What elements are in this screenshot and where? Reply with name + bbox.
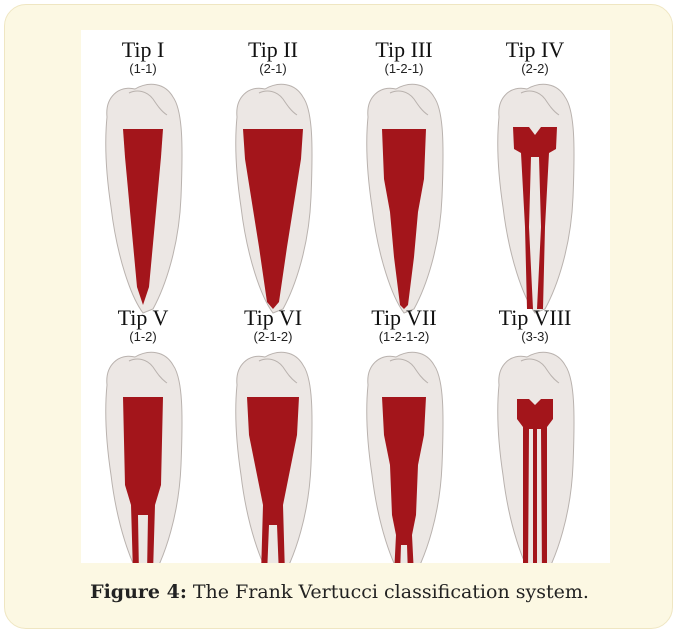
vertucci-figure: Tip I(1-1)Tip II(2-1)Tip III(1-2-1)Tip I… <box>81 30 610 563</box>
tooth-icon <box>236 352 312 563</box>
tip-title: Tip V <box>118 305 169 330</box>
tip-title: Tip IV <box>506 37 565 62</box>
tooth-icon <box>367 352 443 563</box>
tooth-panel: Tip VII(1-2-1-2) <box>367 305 443 563</box>
tip-title: Tip VIII <box>499 305 572 330</box>
tip-code: (3-3) <box>521 329 548 344</box>
caption-label: Figure 4: <box>90 581 187 603</box>
tooth-icon <box>236 84 312 313</box>
figure-caption: Figure 4: The Frank Vertucci classificat… <box>5 581 674 603</box>
tooth-panel: Tip III(1-2-1) <box>367 37 443 313</box>
tip-code: (1-2-1) <box>384 61 423 76</box>
tooth-icon <box>106 84 182 313</box>
teeth-diagram: Tip I(1-1)Tip II(2-1)Tip III(1-2-1)Tip I… <box>81 30 610 563</box>
tooth-panel: Tip IV(2-2) <box>498 37 574 313</box>
tip-code: (2-1-2) <box>253 329 292 344</box>
tooth-panel: Tip VI(2-1-2) <box>236 305 312 563</box>
figure-card: Tip I(1-1)Tip II(2-1)Tip III(1-2-1)Tip I… <box>4 4 673 629</box>
tooth-panel: Tip I(1-1) <box>106 37 182 313</box>
tooth-icon <box>106 352 182 563</box>
caption-text: The Frank Vertucci classification system… <box>187 581 589 603</box>
tip-code: (1-2) <box>129 329 156 344</box>
tip-code: (1-2-1-2) <box>379 329 430 344</box>
tooth-body <box>498 84 574 313</box>
tooth-panel: Tip V(1-2) <box>106 305 182 563</box>
tip-code: (2-1) <box>259 61 286 76</box>
tip-title: Tip III <box>375 37 432 62</box>
tip-title: Tip II <box>248 37 298 62</box>
tip-code: (2-2) <box>521 61 548 76</box>
tip-title: Tip I <box>122 37 165 62</box>
tip-title: Tip VII <box>371 305 436 330</box>
tip-code: (1-1) <box>129 61 156 76</box>
tooth-panel: Tip II(2-1) <box>236 37 312 313</box>
tooth-icon <box>498 352 574 563</box>
tip-title: Tip VI <box>244 305 302 330</box>
tooth-icon <box>367 84 443 313</box>
tooth-panel: Tip VIII(3-3) <box>498 305 574 563</box>
tooth-icon <box>498 84 574 313</box>
